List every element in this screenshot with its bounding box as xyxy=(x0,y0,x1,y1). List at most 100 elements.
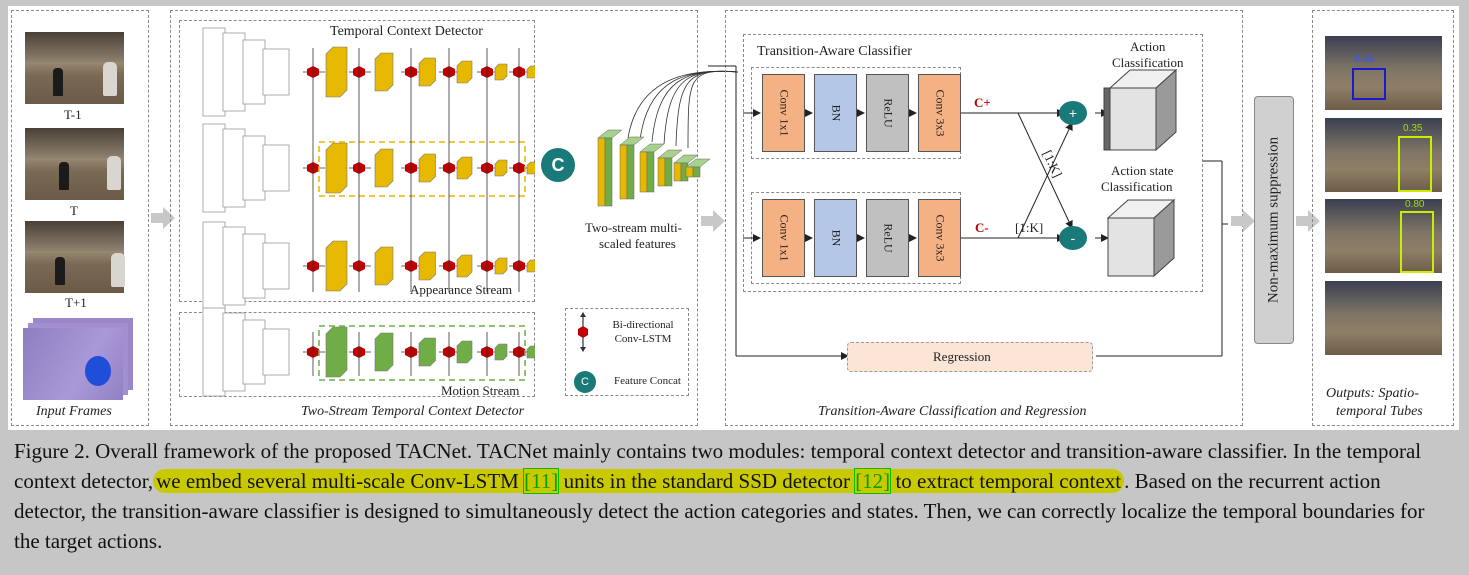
backbone-row3-layer-2 xyxy=(242,233,266,299)
relu-upper: ReLU xyxy=(866,74,909,152)
feature-yellow-3 xyxy=(657,157,666,187)
feature-concat-node: C xyxy=(541,148,575,182)
classifier-connections xyxy=(708,65,1228,360)
nms-block: Non-maximum suppression xyxy=(1254,96,1294,344)
feature-block-row3-1 xyxy=(374,246,394,286)
feature-block-row1-5 xyxy=(526,65,535,79)
feature-green-1 xyxy=(626,144,635,200)
backbone-row3-layer-1 xyxy=(222,226,246,306)
feature-green-3 xyxy=(664,157,673,187)
feature-block-row1-3 xyxy=(456,60,473,84)
classifier-title: Transition-Aware Classifier xyxy=(757,44,912,59)
feature-yellow-5 xyxy=(685,166,694,178)
multi-scale-features xyxy=(597,70,738,207)
two-stream-panel xyxy=(170,10,698,426)
backbone-row3-layer-0 xyxy=(202,221,226,311)
arrow-icon-4 xyxy=(1296,210,1320,232)
feature-top-0 xyxy=(597,129,623,139)
feature-block-motion-0 xyxy=(325,326,348,378)
c-plus-label: C+ xyxy=(974,95,991,110)
backbone-motion-layer-1 xyxy=(222,312,246,392)
score-label-2: 0.35 xyxy=(1403,123,1423,134)
action-state-cube xyxy=(1106,198,1176,278)
figure-caption: Figure 2. Overall framework of the propo… xyxy=(14,436,1454,556)
conv1x1-upper: Conv 1x1 xyxy=(762,74,805,152)
detection-box-2 xyxy=(1398,136,1432,192)
input-frame-t xyxy=(25,128,124,200)
frame-label-t: T xyxy=(70,203,78,218)
input-frame-t-minus-1 xyxy=(25,32,124,104)
feature-block-row2-0 xyxy=(325,142,348,194)
arrow-icon-3 xyxy=(1231,210,1255,232)
feature-block-row3-2 xyxy=(418,251,436,281)
feature-block-row1-2 xyxy=(418,57,436,87)
features-label-line1: Two-stream multi- xyxy=(585,220,682,235)
backbone-row1-layer-0 xyxy=(202,27,226,117)
feature-block-motion-4 xyxy=(494,343,508,361)
concat-legend-icon: C xyxy=(574,371,596,393)
cross-label-2: [1:K] xyxy=(1015,220,1044,235)
classifier-box xyxy=(743,34,1203,292)
dashed-highlight-row2 xyxy=(318,141,526,197)
citation-link-12[interactable]: [12] xyxy=(854,468,892,494)
outputs-title-line1: Outputs: Spatio- xyxy=(1326,386,1419,401)
feature-block-row1-1 xyxy=(374,52,394,92)
feature-block-row3-0 xyxy=(325,240,348,292)
feature-yellow-2 xyxy=(639,151,648,193)
feature-block-row2-4 xyxy=(494,159,508,177)
action-classification-line1: Action xyxy=(1130,39,1166,54)
feature-yellow-1 xyxy=(619,144,628,200)
score-label-3: 0.80 xyxy=(1405,199,1425,210)
arrow-icon-2 xyxy=(701,210,725,232)
backbone-row2-layer-3 xyxy=(262,144,290,192)
framework-figure: T-1 T T+1 Input Frames Temporal Context … xyxy=(8,6,1459,430)
feature-top-3 xyxy=(657,149,683,159)
feature-top-1 xyxy=(619,136,645,146)
minus-node: - xyxy=(1059,226,1087,250)
feature-arc-5 xyxy=(687,70,738,149)
lstm-legend-icon xyxy=(578,312,588,352)
feature-block-row3-4 xyxy=(494,257,508,275)
outputs-title-line2: temporal Tubes xyxy=(1336,404,1423,419)
bn-upper: BN xyxy=(814,74,857,152)
concat-legend-label: Feature Concat xyxy=(614,375,681,387)
input-frame-t-plus-1 xyxy=(25,221,125,293)
action-state-line1: Action state xyxy=(1111,163,1174,178)
caption-highlight-b: units in the standard SSD detector xyxy=(558,469,856,493)
action-state-line2: Classification xyxy=(1101,179,1173,194)
feature-yellow-4 xyxy=(673,162,682,182)
output-frame-4 xyxy=(1325,281,1442,355)
bn-lower: BN xyxy=(814,199,857,277)
backbone-row2-layer-0 xyxy=(202,123,226,213)
feature-block-row1-0 xyxy=(325,46,348,98)
output-frame-3: 0.80 xyxy=(1325,199,1442,273)
input-frames-title: Input Frames xyxy=(36,404,112,419)
motion-stream-label: Motion Stream xyxy=(441,383,520,398)
backbone-motion-layer-0 xyxy=(202,307,226,397)
feature-block-motion-5 xyxy=(526,345,535,359)
outputs-panel xyxy=(1312,10,1454,426)
backbone-row3-layer-3 xyxy=(262,242,290,290)
backbone-row1-layer-1 xyxy=(222,32,246,112)
nms-label: Non-maximum suppression xyxy=(1265,136,1282,304)
caption-highlight: we embed several multi-scale Conv-LSTM [… xyxy=(153,468,1125,494)
lstm-legend-label: Bi-directional Conv-LSTM xyxy=(612,319,674,345)
regression-box xyxy=(847,342,1093,372)
feature-block-motion-2 xyxy=(418,337,436,367)
detection-box-1 xyxy=(1352,68,1386,100)
backbone-row1-layer-3 xyxy=(262,48,290,96)
legend-box xyxy=(565,308,689,396)
citation-link-11[interactable]: [11] xyxy=(523,468,560,494)
feature-yellow-0 xyxy=(597,137,606,207)
plus-node: + xyxy=(1059,101,1087,125)
feature-block-motion-3 xyxy=(456,340,473,364)
feature-top-2 xyxy=(639,143,665,153)
feature-block-row2-5 xyxy=(526,161,535,175)
temporal-context-network xyxy=(202,27,535,397)
backbone-motion-layer-3 xyxy=(262,328,290,376)
optical-flow-stack xyxy=(23,318,138,400)
caption-prefix: Figure 2. Overall framework of the propo… xyxy=(14,439,1422,493)
frame-label-t-minus-1: T-1 xyxy=(64,107,82,122)
input-frames-panel xyxy=(11,10,149,426)
backbone-row1-layer-2 xyxy=(242,39,266,105)
